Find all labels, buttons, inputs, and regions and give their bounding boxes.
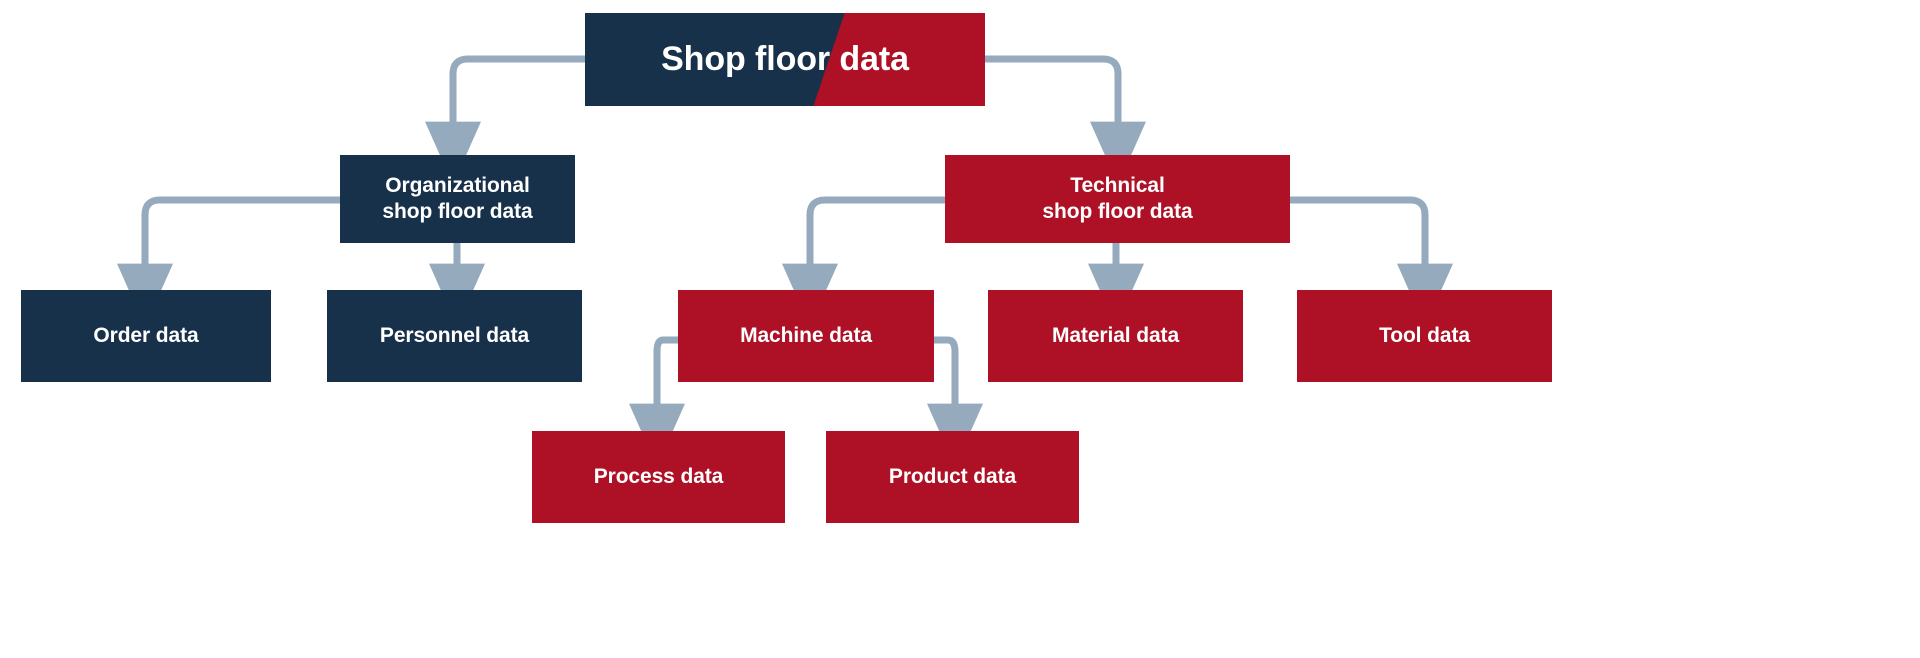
edge-root-organizational: [425, 55, 585, 185]
node-label: Tool data: [1379, 324, 1470, 348]
node-label: Material data: [1051, 324, 1180, 348]
node-label: Technical shop floor data: [1042, 174, 1193, 223]
node-process-data[interactable]: Process data: [532, 431, 785, 523]
node-material-data[interactable]: Material data: [988, 290, 1243, 382]
node-label: Shop floor data: [661, 39, 909, 78]
node-personnel-data[interactable]: Personnel data: [327, 290, 582, 382]
node-machine-data[interactable]: Machine data: [678, 290, 934, 382]
node-label: Product data: [888, 465, 1017, 489]
root-diagonal-accent: [813, 13, 985, 106]
node-tool-data[interactable]: Tool data: [1297, 290, 1552, 382]
edge-machine-product: [927, 336, 983, 467]
edge-technical-machine: [782, 196, 945, 327]
edge-technical-tool: [1290, 196, 1453, 327]
node-label: Order data: [93, 324, 199, 348]
node-technical-shop-floor-data[interactable]: Technical shop floor data: [945, 155, 1290, 243]
edge-machine-process: [629, 336, 685, 467]
node-label: Machine data: [740, 324, 872, 348]
node-label: Organizational shop floor data: [382, 174, 533, 223]
edge-organizational-order: [117, 196, 340, 327]
node-label: Personnel data: [379, 324, 530, 348]
node-order-data[interactable]: Order data: [21, 290, 271, 382]
edge-root-technical: [985, 55, 1146, 185]
node-label: Process data: [593, 465, 724, 489]
node-shop-floor-data[interactable]: Shop floor data: [585, 13, 985, 106]
node-organizational-shop-floor-data[interactable]: Organizational shop floor data: [340, 155, 575, 243]
node-product-data[interactable]: Product data: [826, 431, 1079, 523]
